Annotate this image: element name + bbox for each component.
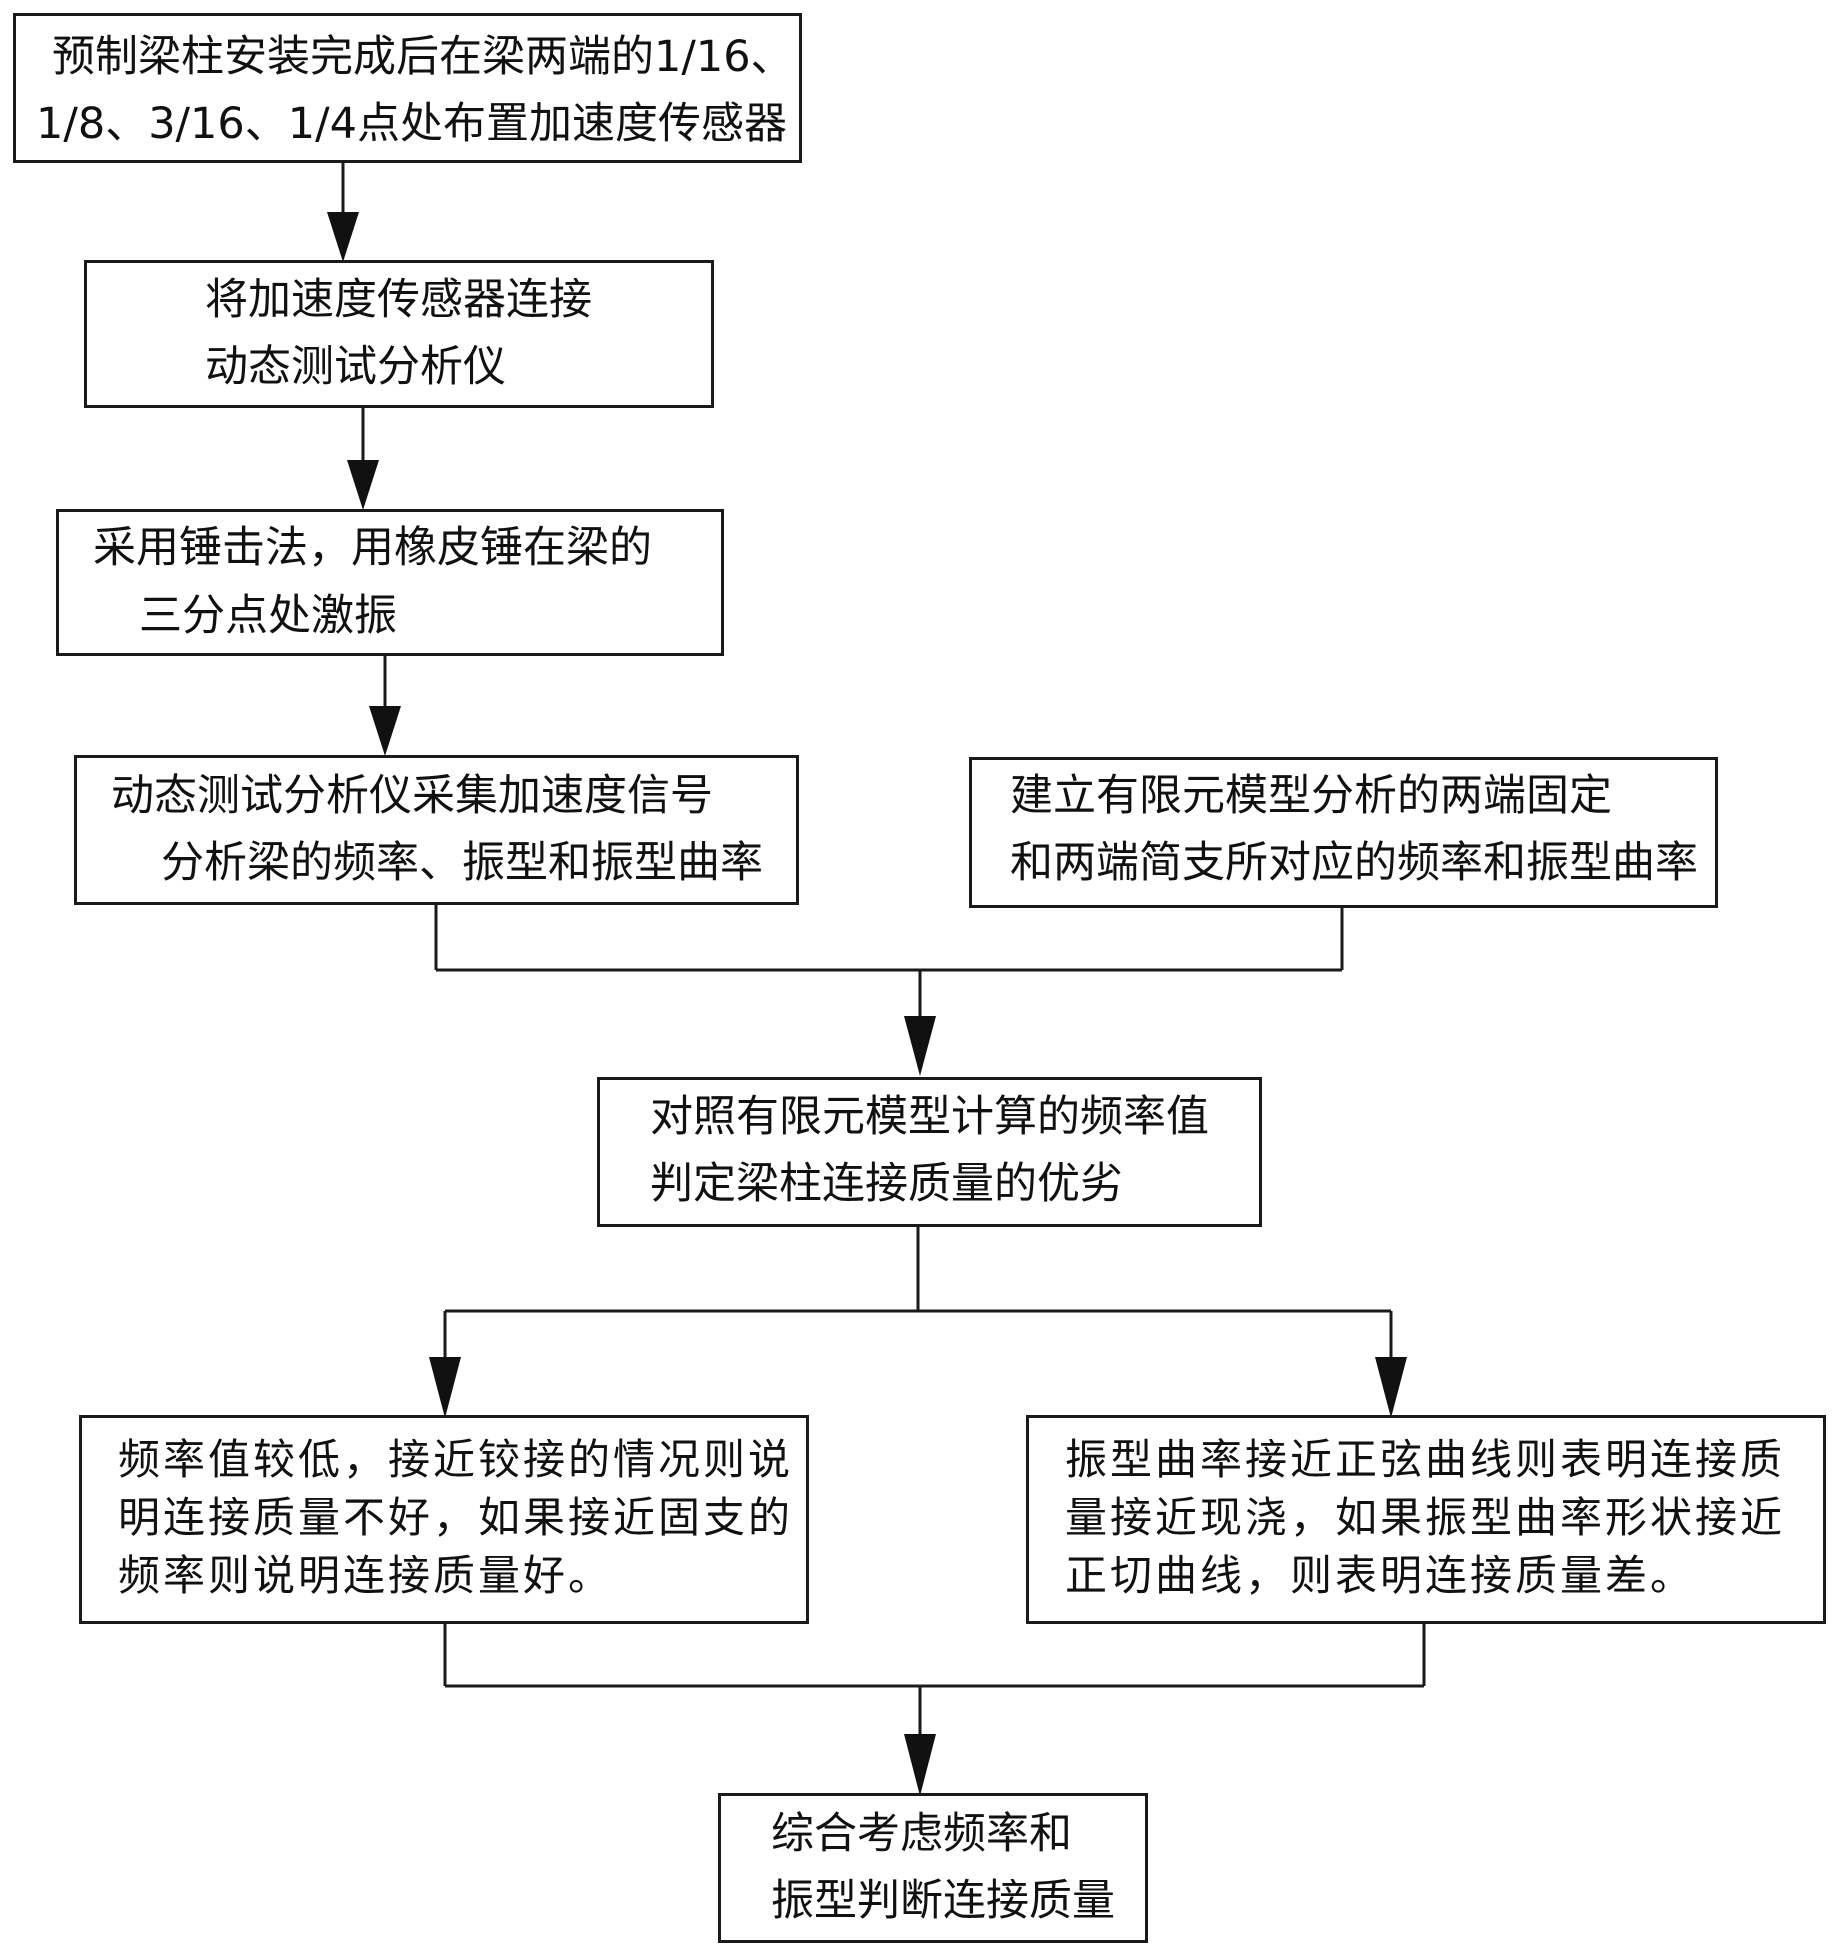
arrowhead-merge-6 [904,1016,936,1076]
step-7-line-3: 频率则说明连接质量好。 [118,1551,614,1600]
step-9-line-1: 综合考虑频率和 [771,1809,1072,1859]
step-4-line-2: 分析梁的频率、振型和振型曲率 [161,838,763,888]
step-6-box: 对照有限元模型计算的频率值 判定梁柱连接质量的优劣 [597,1077,1262,1227]
step-8-line-3: 正切曲线，则表明连接质量差。 [1065,1551,1696,1600]
step-3-line-1: 采用锤击法，用橡皮锤在梁的 [93,523,652,573]
step-5-line-2: 和两端简支所对应的频率和振型曲率 [1010,838,1698,888]
step-2-line-2: 动态测试分析仪 [205,342,506,392]
arrowhead-1-2 [327,212,359,262]
step-3-line-2: 三分点处激振 [139,591,397,641]
arrowhead-split-8 [1375,1357,1407,1418]
arrowhead-final-9 [904,1734,936,1796]
step-7-line-1: 频率值较低，接近铰接的情况则说 [118,1435,794,1484]
step-7-line-2: 明连接质量不好，如果接近固支的 [118,1493,794,1542]
arrowhead-split-7 [429,1357,461,1418]
step-5-line-1: 建立有限元模型分析的两端固定 [1010,771,1612,821]
step-9-line-2: 振型判断连接质量 [771,1876,1115,1926]
step-1-box: 预制梁柱安装完成后在梁两端的1/16、 1/8、3/16、1/4点处布置加速度传… [13,13,802,163]
step-3-box: 采用锤击法，用橡皮锤在梁的 三分点处激振 [56,509,724,656]
step-4-line-1: 动态测试分析仪采集加速度信号 [111,771,713,821]
step-4-box: 动态测试分析仪采集加速度信号 分析梁的频率、振型和振型曲率 [74,755,799,905]
arrowhead-2-3 [347,460,379,510]
step-1-line-2: 1/8、3/16、1/4点处布置加速度传感器 [36,99,787,149]
step-2-box: 将加速度传感器连接 动态测试分析仪 [84,260,714,408]
step-8-line-2: 量接近现浇，如果振型曲率形状接近 [1065,1493,1786,1542]
step-2-line-1: 将加速度传感器连接 [205,275,592,325]
step-6-line-2: 判定梁柱连接质量的优劣 [650,1159,1123,1209]
step-9-box: 综合考虑频率和 振型判断连接质量 [718,1793,1148,1943]
step-5-box: 建立有限元模型分析的两端固定 和两端简支所对应的频率和振型曲率 [969,757,1718,908]
step-7-box: 频率值较低，接近铰接的情况则说 明连接质量不好，如果接近固支的 频率则说明连接质… [79,1415,809,1624]
arrowhead-3-4 [369,706,401,756]
step-8-line-1: 振型曲率接近正弦曲线则表明连接质 [1065,1435,1786,1484]
step-1-line-1: 预制梁柱安装完成后在梁两端的1/16、 [52,32,794,82]
step-8-box: 振型曲率接近正弦曲线则表明连接质 量接近现浇，如果振型曲率形状接近 正切曲线，则… [1026,1415,1826,1624]
step-6-line-1: 对照有限元模型计算的频率值 [650,1092,1209,1142]
